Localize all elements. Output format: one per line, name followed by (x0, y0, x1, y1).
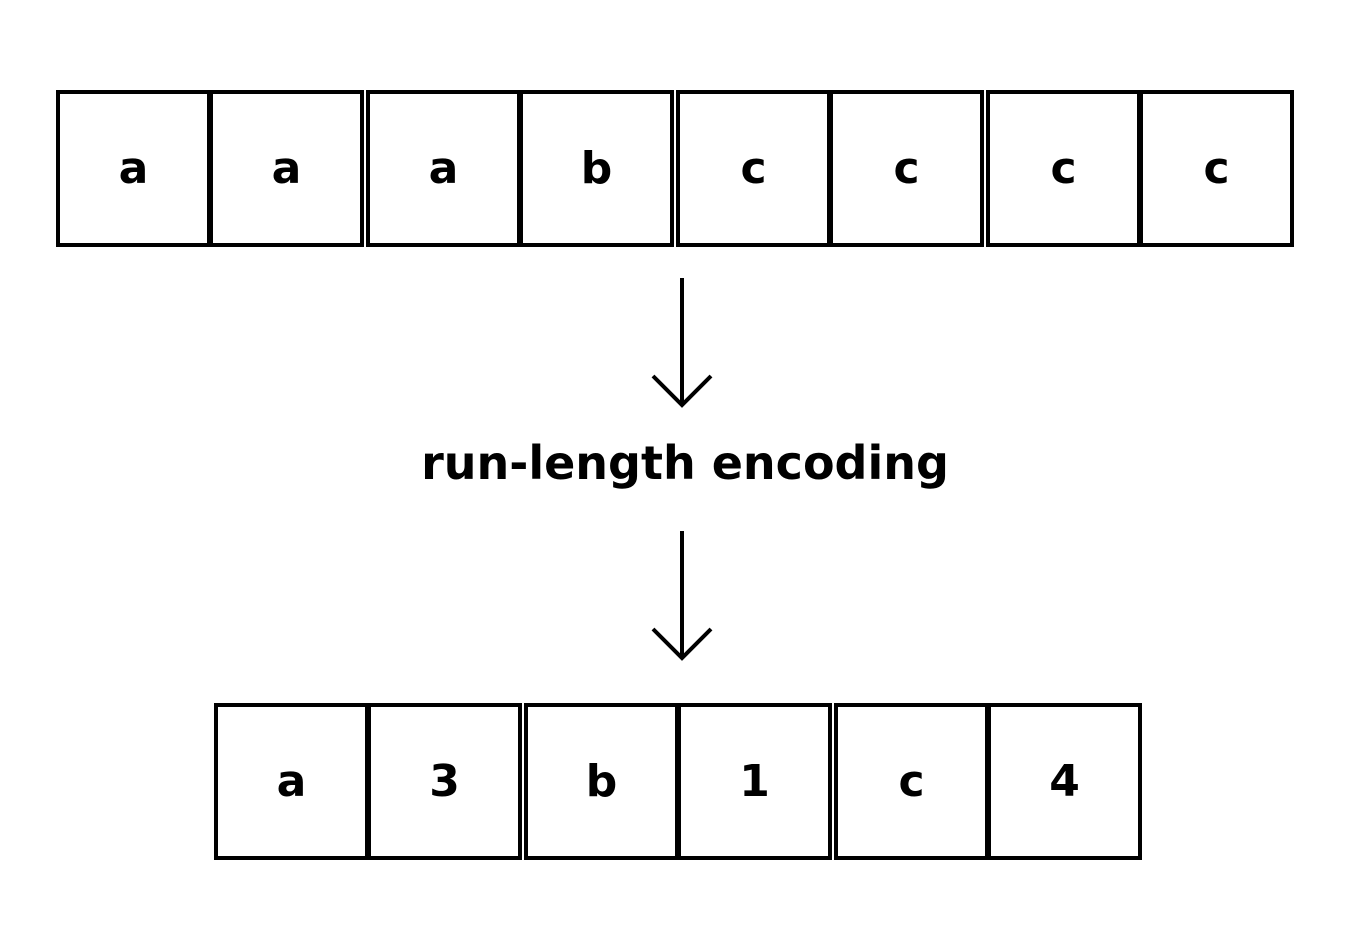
input-cell: c (986, 90, 1141, 247)
arrow-down-icon (651, 531, 713, 661)
input-cell: c (1139, 90, 1294, 247)
input-cell: a (366, 90, 521, 247)
input-cell: a (209, 90, 364, 247)
output-cell: 1 (677, 703, 832, 860)
input-cell: a (56, 90, 211, 247)
output-sequence: a 3 b 1 c 4 (214, 703, 1144, 860)
input-cell: c (829, 90, 984, 247)
input-cell: b (519, 90, 674, 247)
input-cell: c (676, 90, 831, 247)
output-cell: a (214, 703, 369, 860)
process-label: run-length encoding (421, 436, 949, 490)
input-sequence: a a a b c c c c (56, 90, 1296, 247)
output-cell: 3 (367, 703, 522, 860)
output-cell: c (834, 703, 989, 860)
output-cell: 4 (987, 703, 1142, 860)
arrow-down-icon (651, 278, 713, 408)
output-cell: b (524, 703, 679, 860)
